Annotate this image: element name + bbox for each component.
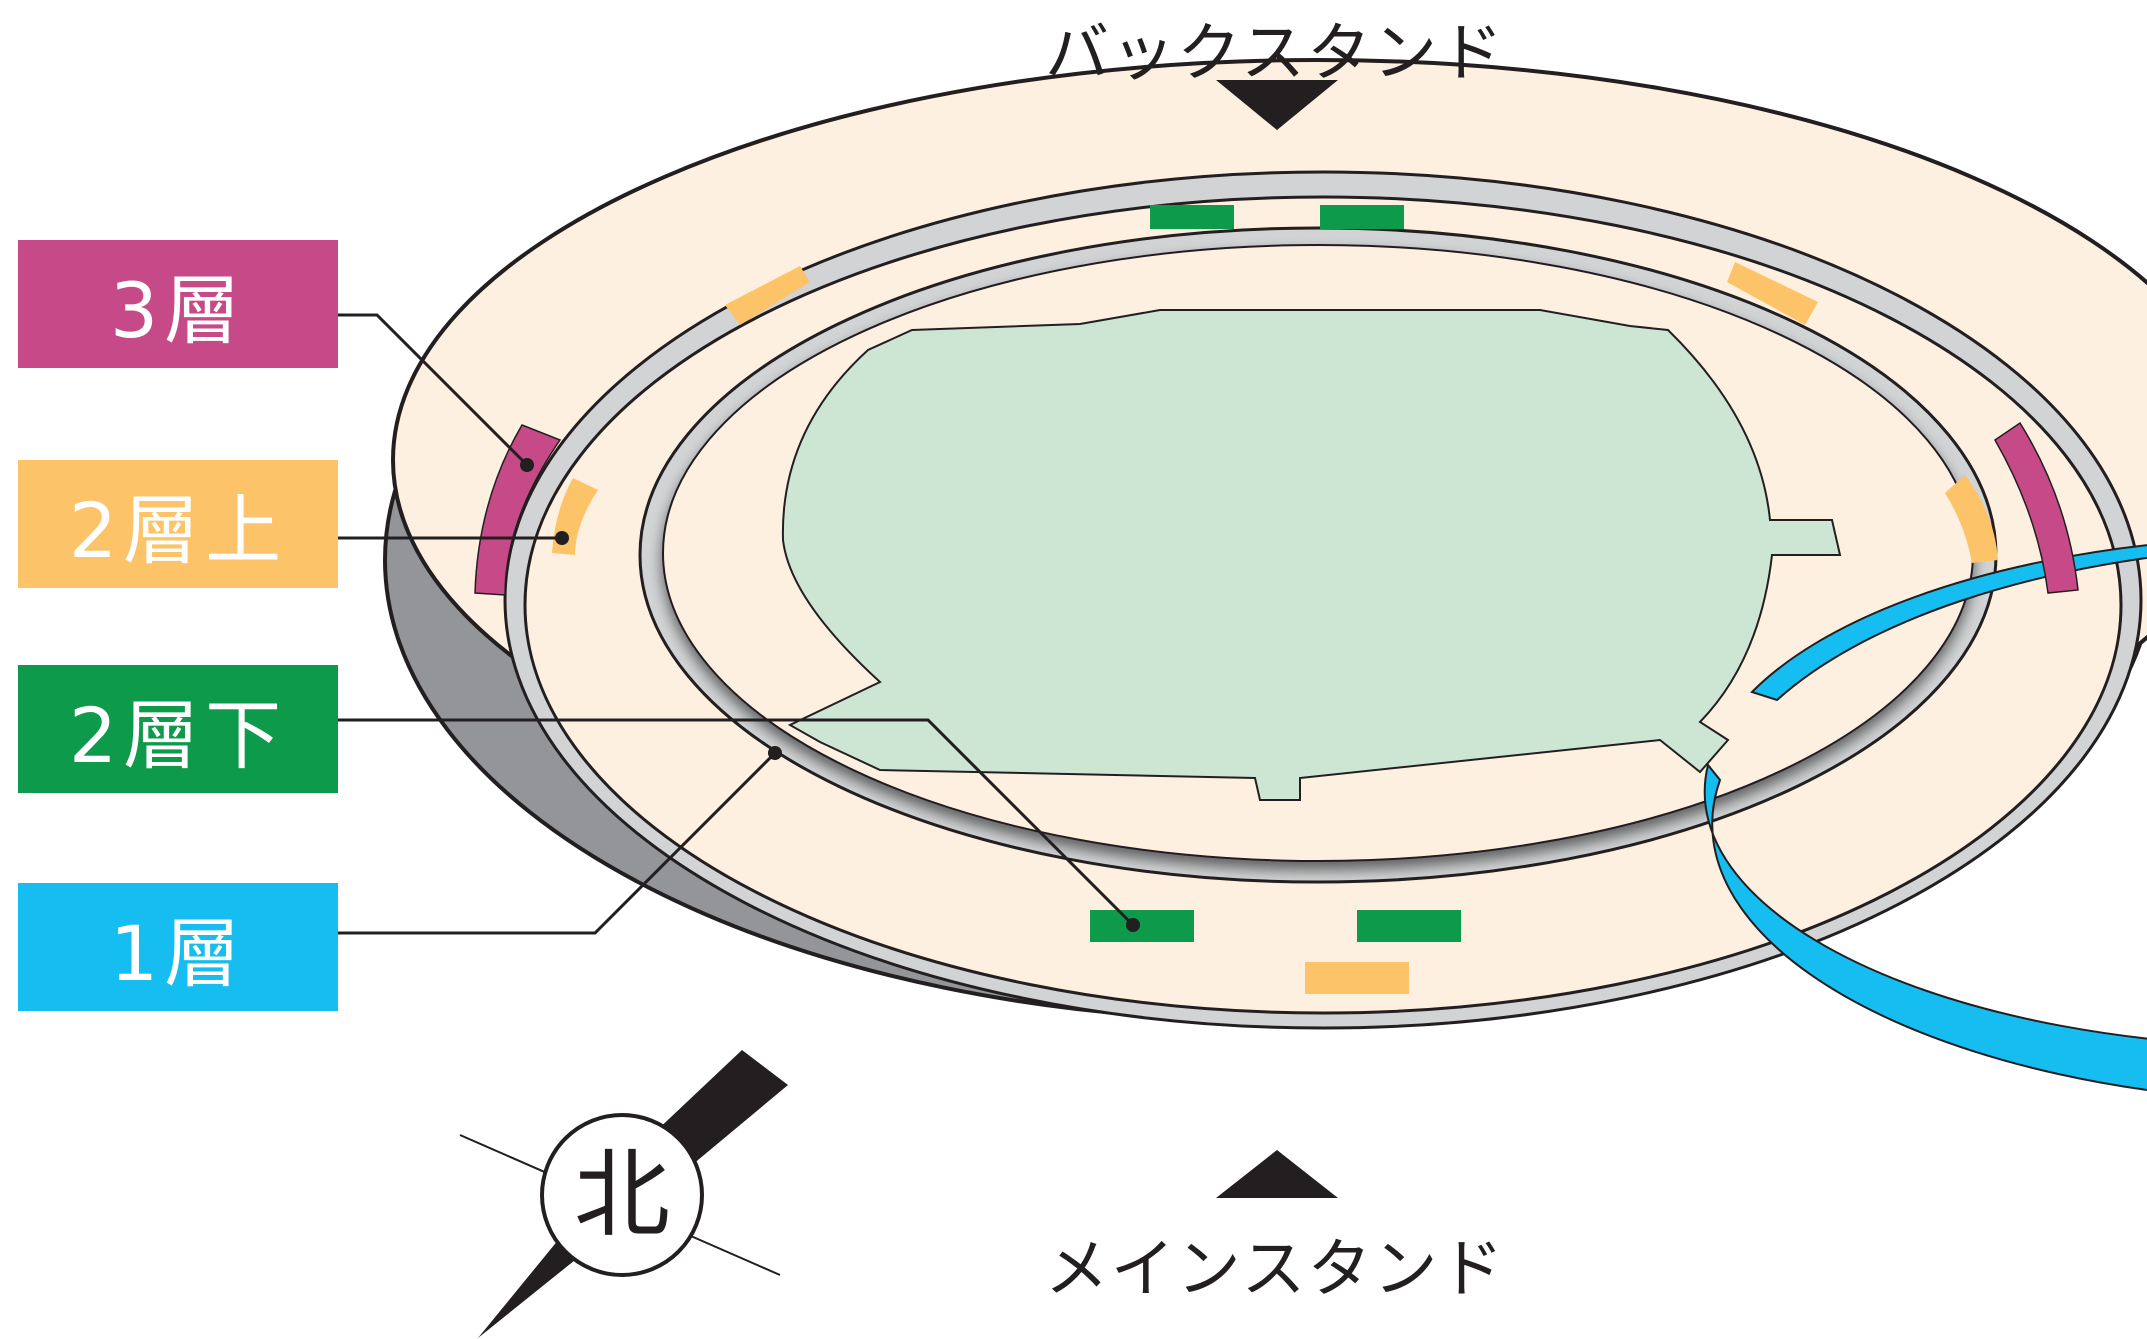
leader-line-tier-2-lower [338, 718, 1135, 927]
main-stand-arrow [1216, 1150, 1338, 1198]
main-stand-label: メインスタンド [1044, 1233, 1506, 1307]
compass-north-label: 北 [574, 1139, 670, 1251]
legend-tier-2-upper: 2層上 [18, 460, 338, 588]
pitch-area [781, 309, 1842, 801]
tier-1-seating [1703, 544, 2147, 1091]
legend-tier-3: 3層 [18, 240, 338, 368]
legend-tier-2-lower-label: 2層下 [68, 691, 288, 780]
tier-2-upper-block-ne [1727, 262, 1818, 325]
compass-circle [540, 1113, 704, 1277]
leader-dot-tier-2-upper [555, 531, 569, 545]
legend-tier-1-label: 1層 [109, 909, 247, 998]
leader-dot-tier-3 [520, 458, 534, 472]
tier-3-block-east [1994, 421, 2079, 594]
tier-2-upper-block-south [1305, 962, 1409, 994]
leader-line-tier-3 [338, 313, 529, 467]
tier-2-lower-block-south-1 [1090, 910, 1194, 942]
leader-dot-tier-1 [768, 746, 782, 760]
compass-needle-south [478, 1228, 590, 1338]
legend-tier-2-upper-label: 2層上 [68, 486, 288, 575]
legend-tier-3-label: 3層 [109, 266, 247, 355]
back-stand-arrow [1216, 80, 1338, 130]
tier-2-upper-block-nw [725, 266, 810, 325]
tier-2-upper-block-east [1945, 475, 1998, 563]
back-stand-label: バックスタンド [1044, 17, 1506, 91]
tier-3-block-west [474, 424, 562, 596]
legend-tier-2-lower: 2層下 [18, 665, 338, 793]
leader-dot-tier-2-lower [1126, 918, 1140, 932]
tier-2-lower-block-north-1 [1150, 205, 1234, 229]
leader-line-tier-1 [338, 751, 777, 935]
tier-2-lower-block-north-2 [1320, 205, 1404, 229]
legend-tier-1: 1層 [18, 883, 338, 1011]
tier-2-lower-block-south-2 [1357, 910, 1461, 942]
